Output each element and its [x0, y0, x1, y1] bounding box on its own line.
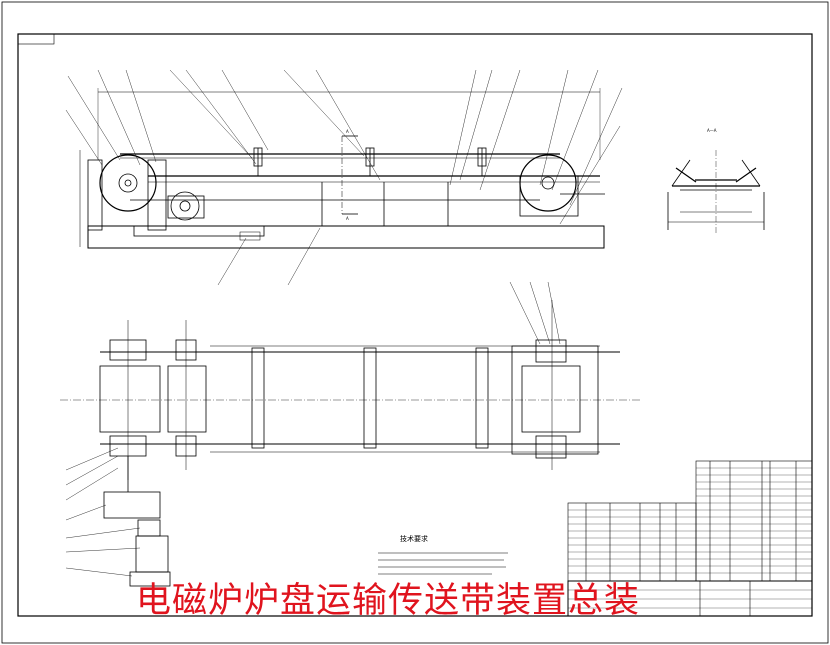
- drawing-title: 电磁炉炉盘运输传送带装置总装: [136, 581, 641, 621]
- section-a-a-view: [667, 150, 765, 235]
- parts-list-rows: [568, 467, 812, 609]
- front-view: [65, 69, 623, 286]
- section-mark-bottom: A: [346, 216, 349, 221]
- top-view: [60, 281, 640, 587]
- parts-list-table: [567, 460, 813, 617]
- section-label: A—A: [707, 128, 717, 133]
- sheet-inner-border: [17, 33, 813, 617]
- frame-corner-box: [17, 33, 55, 45]
- section-mark-top: A: [346, 129, 349, 134]
- tech-notes-title: 技术要求: [400, 534, 428, 543]
- tech-notes: 技术要求: [378, 534, 508, 575]
